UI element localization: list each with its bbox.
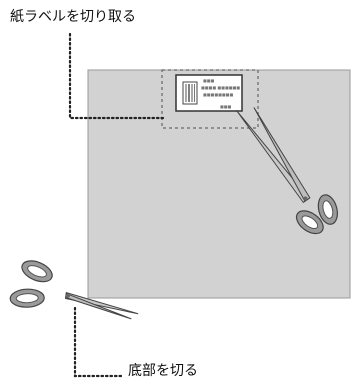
barcode-icon <box>182 81 198 105</box>
scissors-icon <box>9 260 139 320</box>
paper-label: ■■■ ■■■■ ■■■■■■ ■■■■■■■■ ■■■ <box>175 74 243 112</box>
label-line-4: ■■■ <box>220 104 232 109</box>
leader-line-bottom <box>73 306 124 378</box>
leader-line-top <box>68 32 165 120</box>
label-cut-region <box>161 69 259 129</box>
label-line-1: ■■■ <box>203 78 215 83</box>
callout-label-cut: 紙ラベルを切り取る <box>10 9 136 25</box>
callout-bottom-cut: 底部を切る <box>128 363 198 379</box>
label-line-3: ■■■■■■■■ <box>203 92 233 97</box>
scissors-icon <box>235 107 338 235</box>
label-line-2: ■■■■ ■■■■■■ <box>201 85 240 90</box>
